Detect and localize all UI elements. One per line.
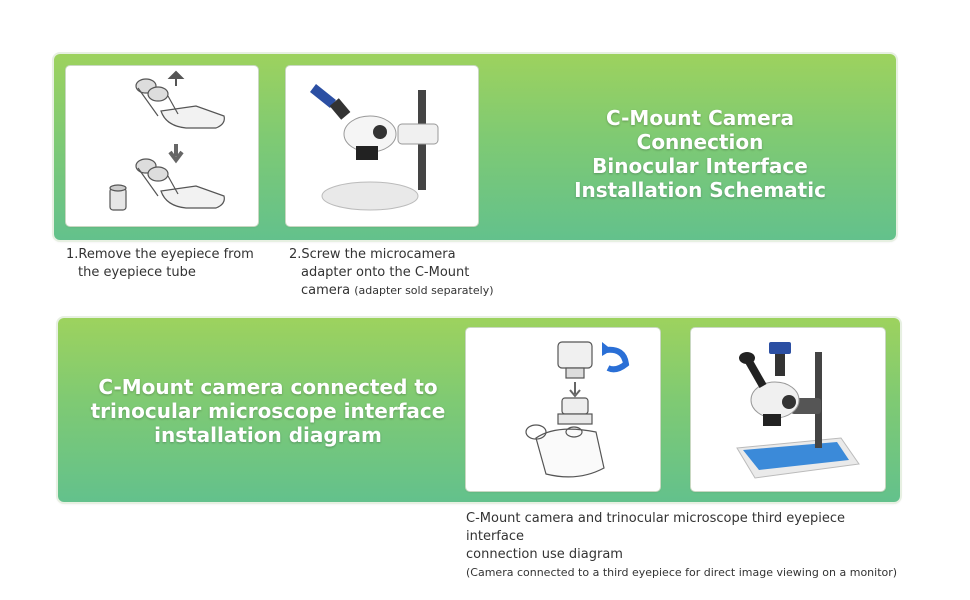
caption-line: adapter onto the C-Mount: [301, 265, 470, 280]
caption-line: Remove the eyepiece from: [78, 247, 254, 262]
caption-note: (Camera connected to a third eyepiece fo…: [466, 566, 898, 579]
camera-adapter-image: [286, 66, 478, 226]
title-line: installation diagram: [154, 423, 382, 447]
title-line: Installation Schematic: [574, 178, 826, 202]
caption-line: camera: [301, 283, 351, 298]
trinocular-caption: C-Mount camera and trinocular microscope…: [466, 510, 906, 582]
step-number: 2.: [289, 247, 302, 262]
caption-line: Screw the microcamera: [301, 247, 456, 262]
step1-caption: 1.Remove the eyepiece from the eyepiece …: [66, 246, 266, 282]
step2-caption: 2.Screw the microcamera adapter onto the…: [289, 246, 499, 300]
caption-line: the eyepiece tube: [78, 265, 196, 280]
title-line: trinocular microscope interface: [90, 399, 446, 423]
caption-note: (adapter sold separately): [354, 284, 494, 297]
caption-line: C-Mount camera and trinocular microscope…: [466, 511, 845, 544]
title-line: Binocular Interface: [592, 154, 808, 178]
binocular-panel-title: C-Mount Camera Connection Binocular Inte…: [540, 106, 860, 202]
step-number: 1.: [66, 247, 79, 262]
eyepiece-removal-image: [66, 66, 258, 226]
title-line: C-Mount camera connected to: [98, 375, 438, 399]
trinocular-panel-title: C-Mount camera connected to trinocular m…: [88, 375, 448, 447]
trinocular-connection-diagram: [466, 328, 660, 491]
caption-line: connection use diagram: [466, 547, 623, 562]
trinocular-microscope-photo: [691, 328, 885, 491]
title-line: C-Mount Camera Connection: [605, 106, 795, 154]
